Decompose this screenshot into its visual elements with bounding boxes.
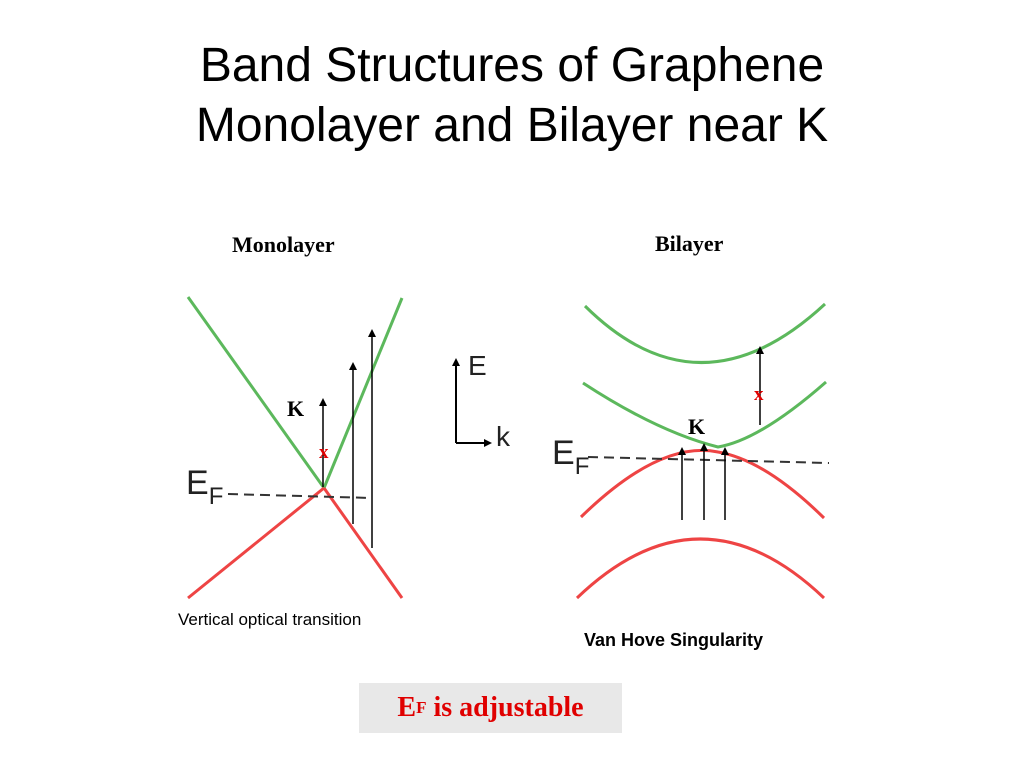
bilayer-caption: Van Hove Singularity xyxy=(584,630,764,650)
bilayer-label: Bilayer xyxy=(655,231,724,256)
monolayer-caption: Vertical optical transition xyxy=(178,610,362,629)
valence-band-right xyxy=(322,487,404,599)
monolayer-label: Monolayer xyxy=(232,232,335,257)
title-line-2: Monolayer and Bilayer near K xyxy=(195,99,829,152)
lower-conduction-band xyxy=(582,380,827,449)
momentum-axis-label: k xyxy=(496,421,511,452)
bilayer-ef-label: EF xyxy=(552,434,589,480)
ef-rest-text: is adjustable xyxy=(426,692,584,723)
lower-valence-band xyxy=(575,537,826,600)
fermi-level-line xyxy=(227,493,373,499)
upper-valence-band xyxy=(579,448,826,520)
conduction-band-right xyxy=(322,297,404,489)
ef-main: E xyxy=(397,692,417,723)
bilayer-k-label: K xyxy=(688,414,705,439)
upper-conduction-band xyxy=(583,302,827,364)
title-line-1: Band Structures of Graphene xyxy=(199,39,825,92)
monolayer-ef-label: EF xyxy=(186,464,223,510)
bilayer-x-marker: x xyxy=(754,384,764,405)
monolayer-diagram: K x EF xyxy=(186,296,404,600)
fermi-level-line xyxy=(587,456,830,464)
ef-subscript: F xyxy=(416,698,427,717)
bilayer-diagram: K x EF xyxy=(552,302,830,600)
monolayer-x-marker: x xyxy=(319,442,329,463)
monolayer-k-label: K xyxy=(287,396,304,421)
axes-icon: E k xyxy=(452,350,511,452)
conduction-band-left xyxy=(186,296,326,489)
energy-axis-label: E xyxy=(468,350,487,381)
valence-band-left xyxy=(187,486,325,600)
slide-title: Band Structures of Graphene Monolayer an… xyxy=(0,36,1024,156)
